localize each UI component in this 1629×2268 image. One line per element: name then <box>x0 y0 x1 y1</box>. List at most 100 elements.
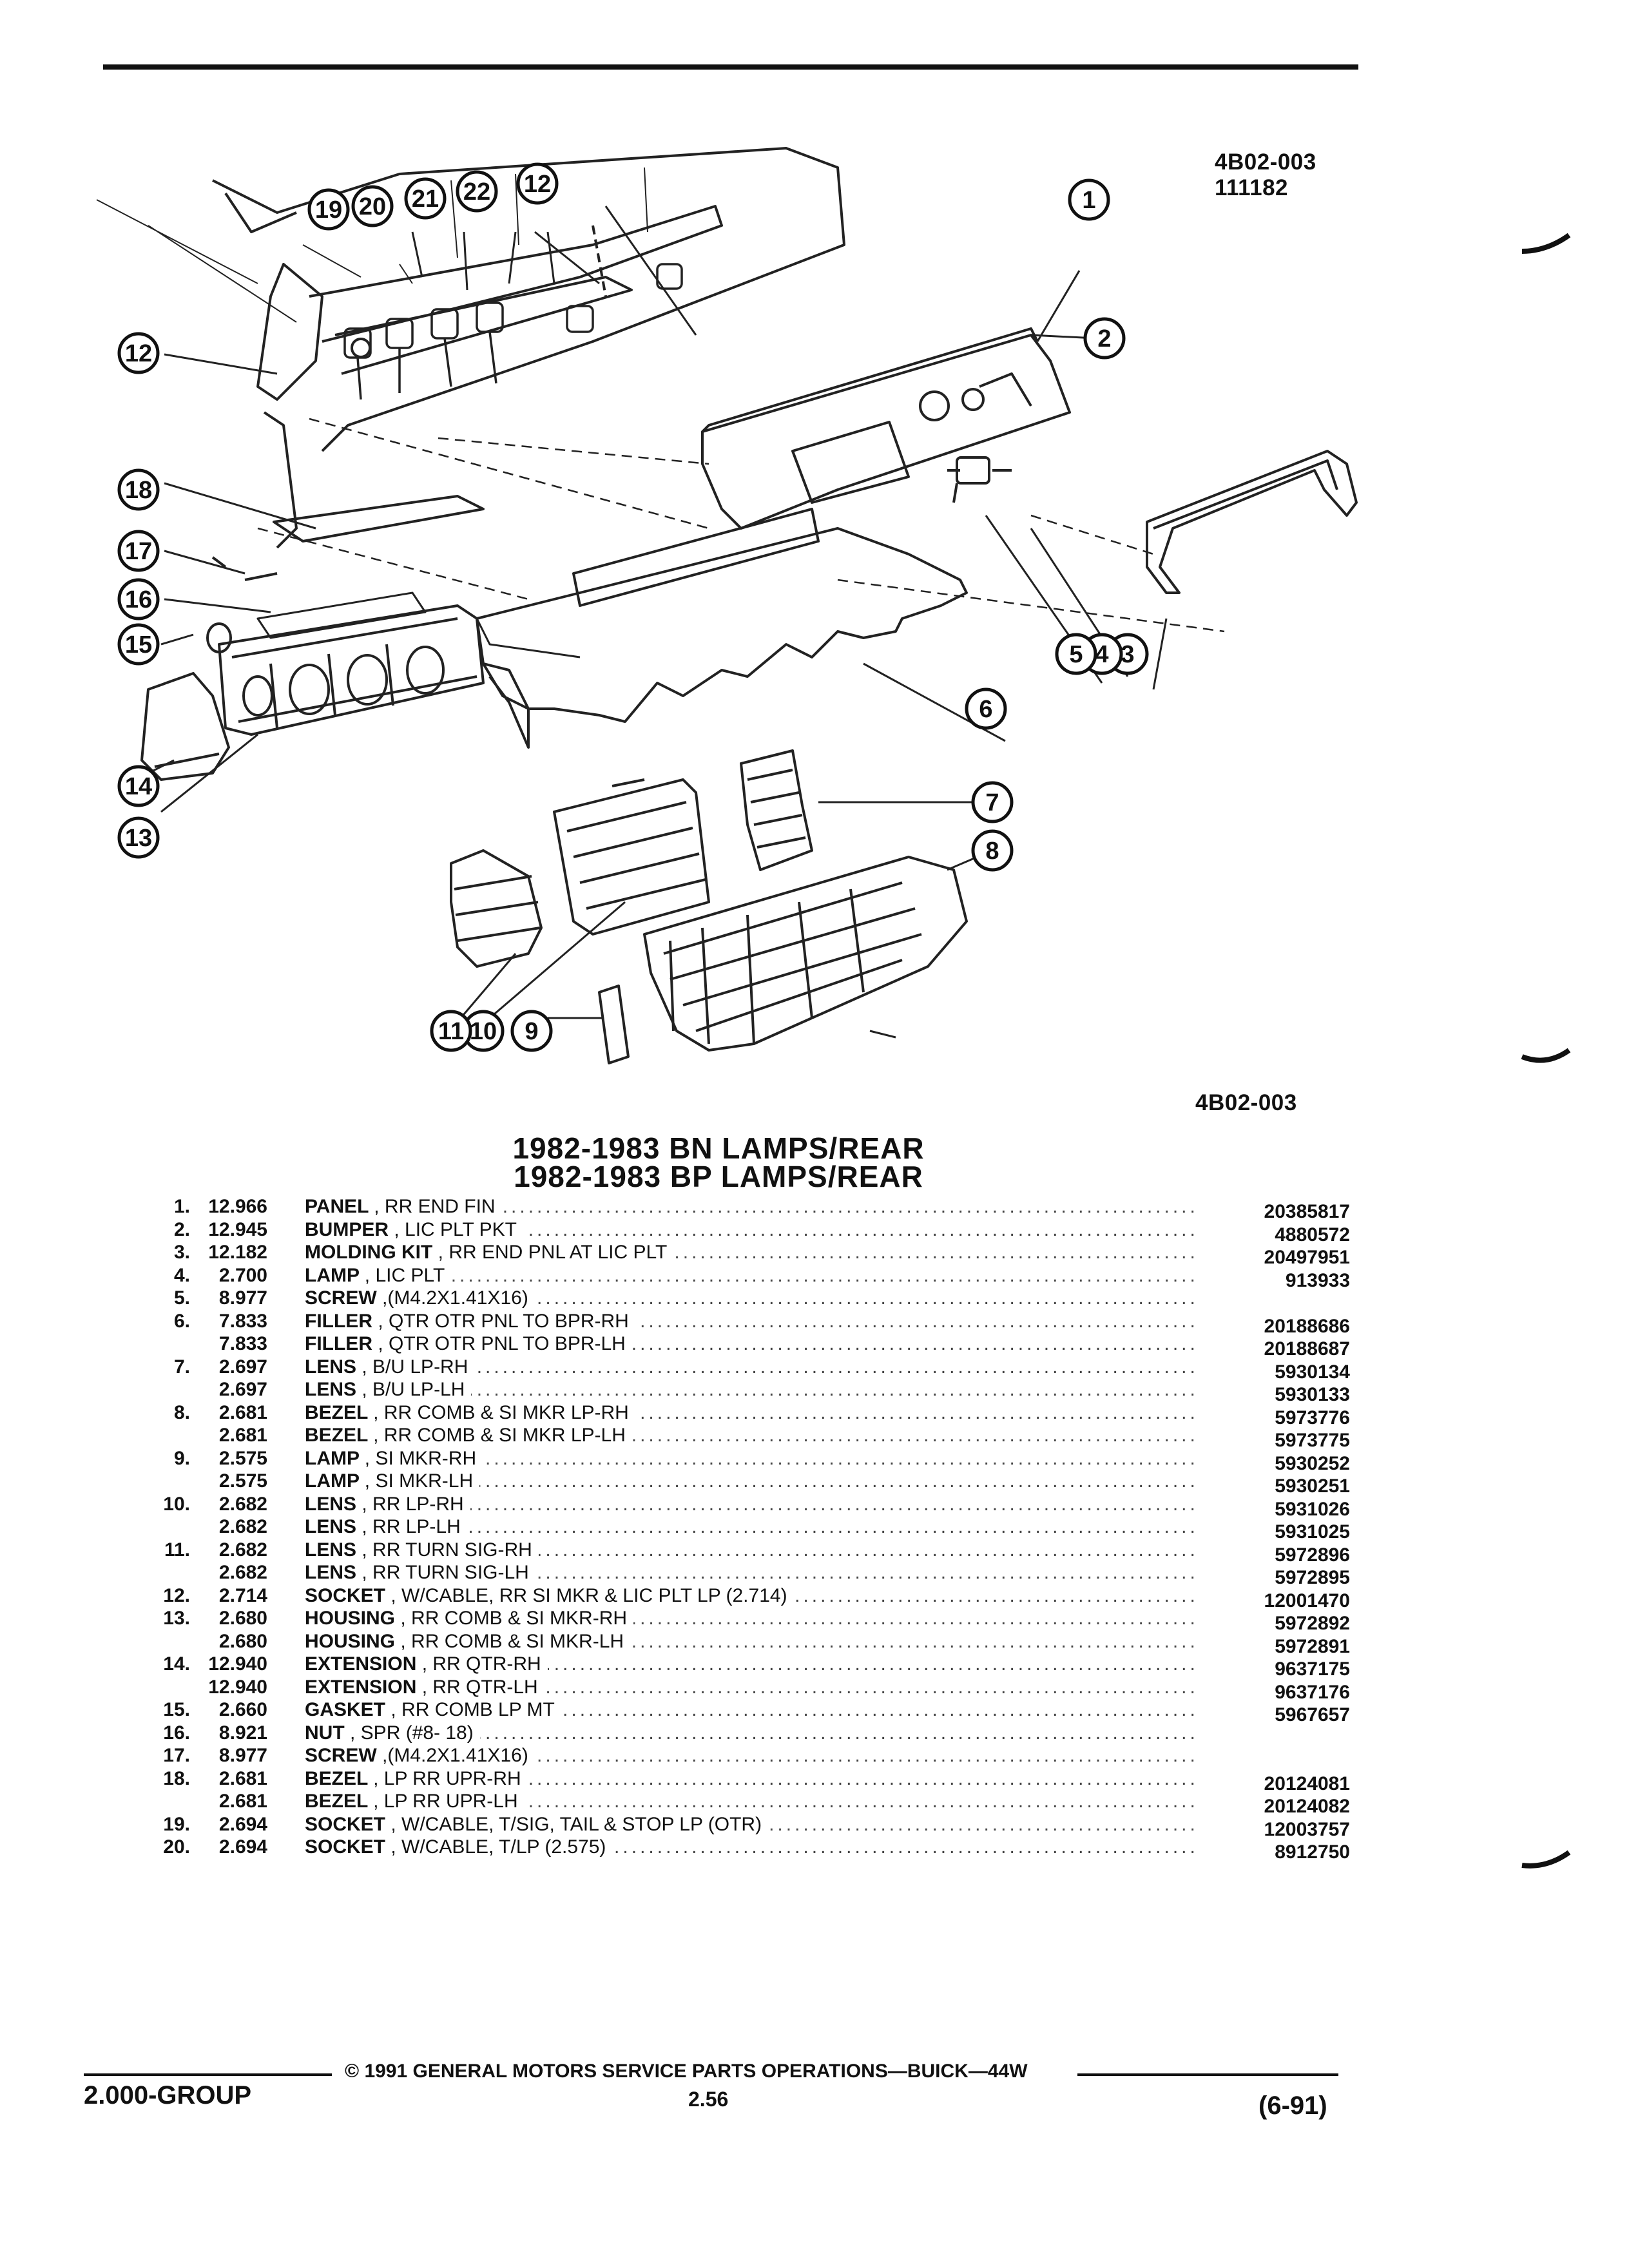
figure-code-bottom: 4B02-003 <box>1195 1090 1297 1115</box>
part-name: EXTENSION <box>305 1653 417 1675</box>
part-number: 5930134 <box>1268 1361 1350 1383</box>
svg-text:12: 12 <box>125 340 152 367</box>
part-detail: , SPR (#8- 18) <box>350 1722 474 1744</box>
catalog-number: 2.682 <box>218 1516 267 1537</box>
footer-rule-left <box>84 2073 332 2076</box>
parts-row: 16.8.921................................… <box>139 1722 1350 1745</box>
part-detail: , W/CABLE, RR SI MKR & LIC PLT LP (2.714… <box>390 1584 787 1606</box>
part-detail: ,(M4.2X1.41X16) <box>382 1745 528 1766</box>
svg-text:8: 8 <box>985 838 999 865</box>
parts-row: 2.697...................................… <box>139 1379 1350 1406</box>
part-description: LENS , RR TURN SIG-RH <box>305 1539 539 1561</box>
parts-row: 13.2.680................................… <box>139 1608 1350 1635</box>
item-index: 1. <box>173 1196 190 1217</box>
item-index: 7. <box>173 1356 190 1378</box>
binder-mark-middle <box>1521 1048 1571 1063</box>
item-index: 14. <box>163 1653 190 1675</box>
catalog-number: 2.575 <box>218 1470 267 1492</box>
part-detail: , QTR OTR PNL TO BPR-LH <box>378 1333 626 1354</box>
part-name: BEZEL <box>305 1425 368 1446</box>
part-detail: , RR LP-RH <box>361 1493 464 1515</box>
upper-bezel <box>273 495 485 543</box>
part-number: 20188686 <box>1257 1315 1350 1338</box>
catalog-number: 2.694 <box>218 1813 267 1835</box>
part-number: 5972891 <box>1268 1635 1350 1658</box>
quarter-extension <box>140 672 230 781</box>
guide-lines <box>257 418 1225 633</box>
part-detail: , RR QTR-RH <box>421 1653 541 1675</box>
callout-2: 2 <box>1083 317 1126 360</box>
callout-5: 5 <box>1055 633 1097 675</box>
part-description: NUT , SPR (#8- 18) <box>305 1722 480 1744</box>
svg-text:6: 6 <box>979 696 992 723</box>
item-index: 3. <box>173 1242 190 1263</box>
part-name: HOUSING <box>305 1630 396 1652</box>
part-name: LENS <box>305 1493 357 1515</box>
part-name: LENS <box>305 1516 357 1537</box>
part-number: 5931026 <box>1268 1498 1350 1521</box>
part-number: 20124082 <box>1257 1796 1350 1818</box>
parts-row: 2.12.945................................… <box>139 1218 1350 1246</box>
part-description: SOCKET , W/CABLE, T/LP (2.575) <box>305 1836 613 1858</box>
part-description: LAMP , SI MKR-RH <box>305 1447 483 1470</box>
catalog-number: 12.945 <box>208 1218 267 1240</box>
part-description: SCREW ,(M4.2X1.41X16) <box>305 1287 535 1309</box>
item-index: 19. <box>163 1813 190 1835</box>
rear-bezel <box>643 856 968 1052</box>
part-description: BEZEL , LP RR UPR-LH <box>305 1791 525 1812</box>
part-name: NUT <box>305 1722 345 1744</box>
callout-7: 7 <box>971 781 1014 823</box>
molding-kit <box>1146 450 1358 594</box>
parts-row: 2.680...................................… <box>139 1630 1350 1658</box>
part-detail: , LP RR UPR-LH <box>373 1791 518 1812</box>
parts-row: 1.12.966................................… <box>139 1196 1350 1223</box>
callout-15: 15 <box>117 623 160 666</box>
part-name: LAMP <box>305 1447 360 1469</box>
part-detail: , RR COMB & SI MKR-RH <box>400 1608 628 1629</box>
part-description: LAMP , SI MKR-LH <box>305 1470 480 1492</box>
part-detail: , SI MKR-RH <box>364 1447 477 1469</box>
part-detail: , RR QTR-LH <box>421 1676 538 1698</box>
svg-text:15: 15 <box>125 631 152 658</box>
part-number: 5972896 <box>1268 1544 1350 1566</box>
item-index: 2. <box>173 1218 190 1240</box>
parts-row: 9.2.575.................................… <box>139 1447 1350 1475</box>
callout-18: 18 <box>117 468 160 511</box>
part-detail: , RR COMB & SI MKR LP-LH <box>373 1425 626 1446</box>
parts-row: 2.575...................................… <box>139 1470 1350 1497</box>
part-number: 20385817 <box>1257 1201 1350 1223</box>
catalog-number: 8.977 <box>218 1745 267 1766</box>
part-description: BUMPER , LIC PLT PKT <box>305 1218 523 1241</box>
parts-row: 5.8.977.................................… <box>139 1287 1350 1311</box>
part-name: SCREW <box>305 1287 377 1309</box>
backup-lens <box>740 749 813 871</box>
part-detail: , W/CABLE, T/SIG, TAIL & STOP LP (OTR) <box>390 1813 762 1835</box>
catalog-number: 2.682 <box>218 1539 267 1561</box>
callout-20: 20 <box>351 185 394 227</box>
part-detail: , RR LP-LH <box>361 1516 461 1537</box>
item-index: 18. <box>163 1767 190 1789</box>
svg-text:13: 13 <box>125 825 152 852</box>
svg-text:17: 17 <box>125 538 152 565</box>
callout-21: 21 <box>404 177 447 220</box>
item-index: 12. <box>163 1584 190 1606</box>
callout-11: 11 <box>430 1010 472 1052</box>
exploded-parts-diagram: 1 2 3 4 5 6 7 8 9 10 11 12 12 13 14 15 1… <box>96 147 1358 1064</box>
catalog-number: 7.833 <box>218 1333 267 1354</box>
item-index: 8. <box>173 1401 190 1423</box>
copyright-notice: © 1991 GENERAL MOTORS SERVICE PARTS OPER… <box>345 2061 1028 2082</box>
quarter-filler <box>476 508 968 749</box>
part-name: BEZEL <box>305 1767 368 1789</box>
catalog-number: 8.977 <box>218 1287 267 1309</box>
svg-text:16: 16 <box>125 586 152 613</box>
item-index: 10. <box>163 1493 190 1515</box>
part-description: HOUSING , RR COMB & SI MKR-LH <box>305 1630 631 1653</box>
part-description: BEZEL , RR COMB & SI MKR LP-LH <box>305 1425 632 1446</box>
catalog-number: 2.700 <box>218 1264 267 1286</box>
parts-row: 4.2.700.................................… <box>139 1264 1350 1292</box>
part-detail: , RR COMB LP MT <box>390 1699 555 1720</box>
part-description: FILLER , QTR OTR PNL TO BPR-RH <box>305 1310 635 1332</box>
part-description: LENS , RR LP-LH <box>305 1516 467 1538</box>
parts-row: 14.12.940...............................… <box>139 1653 1350 1680</box>
catalog-number: 2.575 <box>218 1447 267 1469</box>
